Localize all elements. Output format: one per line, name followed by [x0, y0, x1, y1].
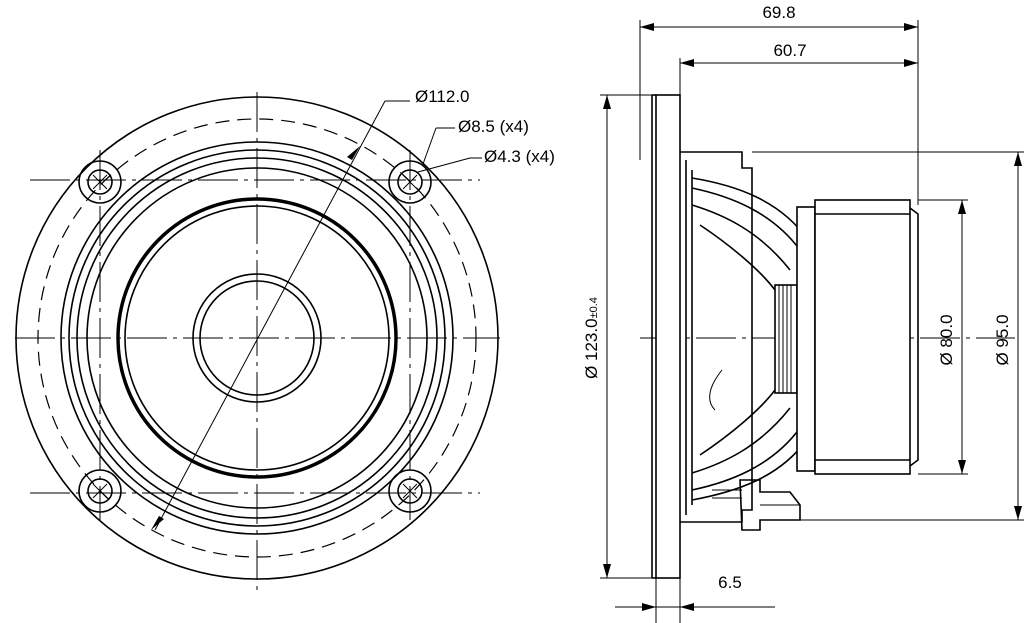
mount-hole-bottom-left [78, 469, 122, 513]
flange-thickness-dimension: 6.5 [718, 573, 742, 592]
dust-cap-inner [199, 280, 315, 396]
mount-hole-top-right [388, 160, 432, 204]
mount-hole-top-left [78, 160, 122, 204]
magnet [814, 199, 911, 475]
diameter-leader-line [154, 100, 386, 531]
surround-ring [76, 157, 438, 519]
inner-hole-dimension: Ø4.3 (x4) [484, 147, 555, 166]
hole-leader-1 [422, 127, 437, 165]
dust-cap-outer [192, 273, 322, 403]
flange-inner [60, 141, 454, 535]
mount-hole-dimension: Ø8.5 (x4) [458, 117, 529, 136]
cone-side-top [699, 224, 776, 291]
flange-plate [655, 94, 681, 579]
bolt-circle-dimension: Ø112.0 [415, 87, 470, 106]
basket-arm-bottom-2 [691, 427, 801, 491]
flange-outer [15, 96, 499, 580]
overall-depth-dimension: 69.8 [762, 3, 795, 22]
magnet-chamfer [909, 207, 919, 467]
basket-arm-top-3 [691, 204, 791, 271]
surround-outer [68, 149, 446, 527]
basket-arm-bottom-1 [691, 437, 809, 501]
terminal [739, 479, 801, 531]
hole-leader-2 [417, 157, 471, 173]
cone-edge-outer [116, 197, 398, 479]
cone-edge-inner [124, 205, 390, 471]
cone-side-bottom [699, 389, 776, 456]
bolt-circle [37, 118, 477, 558]
lead-wire [709, 369, 723, 411]
basket-arm-top-2 [691, 187, 801, 251]
voice-coil [774, 284, 798, 394]
front-view: Ø112.0 Ø8.5 (x4) Ø4.3 (x4) [15, 87, 555, 590]
leader-arrow-bottom [151, 516, 164, 530]
surround-inner [86, 167, 428, 509]
basket-outline [680, 151, 753, 523]
leader-arrow-top [347, 146, 360, 160]
mount-depth-dimension: 60.7 [773, 41, 806, 60]
side-view: 69.8 60.7 Ø 123.0±0.4 Ø 80.0 Ø 95.0 [582, 3, 1024, 623]
basket-arm-bottom-3 [691, 407, 791, 474]
magnet-diameter-dimension: Ø 80.0 [937, 314, 956, 365]
magnet-plate [796, 206, 816, 472]
flange-diameter-dimension: Ø 123.0±0.4 [582, 297, 601, 379]
mount-hole-bottom-right [388, 469, 432, 513]
basket-diameter-dimension: Ø 95.0 [993, 314, 1012, 365]
